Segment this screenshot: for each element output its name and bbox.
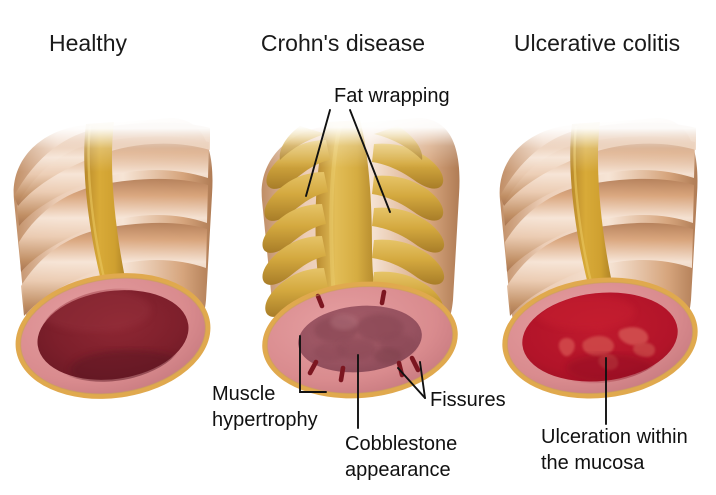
label-cobblestone-line2: appearance xyxy=(345,459,451,481)
leader-lines xyxy=(299,109,607,429)
leader-muscle-hypertrophy xyxy=(299,335,327,393)
uc-ulcerations xyxy=(535,294,656,382)
fat-finger xyxy=(262,236,326,285)
crohns-cut-end xyxy=(262,281,458,399)
haustral-band xyxy=(21,222,207,316)
ulceration-patch xyxy=(582,335,615,356)
leader-fat-wrapping-right xyxy=(349,109,391,213)
fat-finger xyxy=(372,175,444,221)
cobblestone-highlight xyxy=(330,314,358,330)
haustral-band xyxy=(505,178,694,272)
panel-ulcerative-illustration xyxy=(486,110,716,399)
panel-crohns-illustration xyxy=(250,110,480,399)
serosa-outline xyxy=(266,285,454,395)
fissure xyxy=(338,365,346,383)
crohns-top-fade xyxy=(250,110,480,168)
cobblestone-texture xyxy=(314,314,416,364)
cobblestone-nodule xyxy=(374,348,402,364)
panel-title-healthy: Healthy xyxy=(49,30,127,56)
fat-finger xyxy=(262,204,326,253)
fat-finger xyxy=(372,207,445,253)
label-cobblestone-line1: Cobblestone xyxy=(345,433,457,455)
fat-finger xyxy=(264,172,328,221)
cobblestone-nodule xyxy=(336,338,376,360)
uc-top-fade xyxy=(486,110,716,172)
healthy-cut-end xyxy=(15,273,211,399)
fat-finger xyxy=(372,239,445,285)
fissure xyxy=(307,359,319,376)
serosa-outline xyxy=(19,277,207,395)
label-ulceration-line2: the mucosa xyxy=(541,452,645,474)
fissure xyxy=(379,289,387,306)
ulceration-patch xyxy=(558,337,575,357)
label-fat-wrapping: Fat wrapping xyxy=(334,85,450,107)
ulceration-patch xyxy=(618,327,649,346)
fissure xyxy=(409,355,421,373)
leader-fat-wrapping-left xyxy=(305,109,331,197)
panel-title-crohns: Crohn's disease xyxy=(261,30,425,56)
lumen-shadow xyxy=(566,354,654,382)
haustral-band xyxy=(507,222,693,316)
label-muscle-line2: hypertrophy xyxy=(212,409,318,431)
leader-fissure-a xyxy=(397,367,426,399)
label-fissures: Fissures xyxy=(430,389,506,411)
healthy-top-fade xyxy=(0,110,230,172)
label-ulceration-line1: Ulceration within xyxy=(541,426,688,448)
fissure xyxy=(315,293,325,309)
cobblestone-nodule xyxy=(314,343,346,361)
haustral-band xyxy=(19,178,208,272)
leader-fissure-b xyxy=(419,361,426,399)
panel-healthy-illustration xyxy=(0,110,230,399)
fissures-group xyxy=(307,289,421,383)
ulceration-patch xyxy=(633,342,656,358)
fat-finger xyxy=(265,268,328,317)
panel-title-ulcerative: Ulcerative colitis xyxy=(514,30,680,56)
label-muscle-line1: Muscle xyxy=(212,383,275,405)
lumen-highlight xyxy=(535,294,635,330)
uc-cut-end xyxy=(502,277,698,399)
